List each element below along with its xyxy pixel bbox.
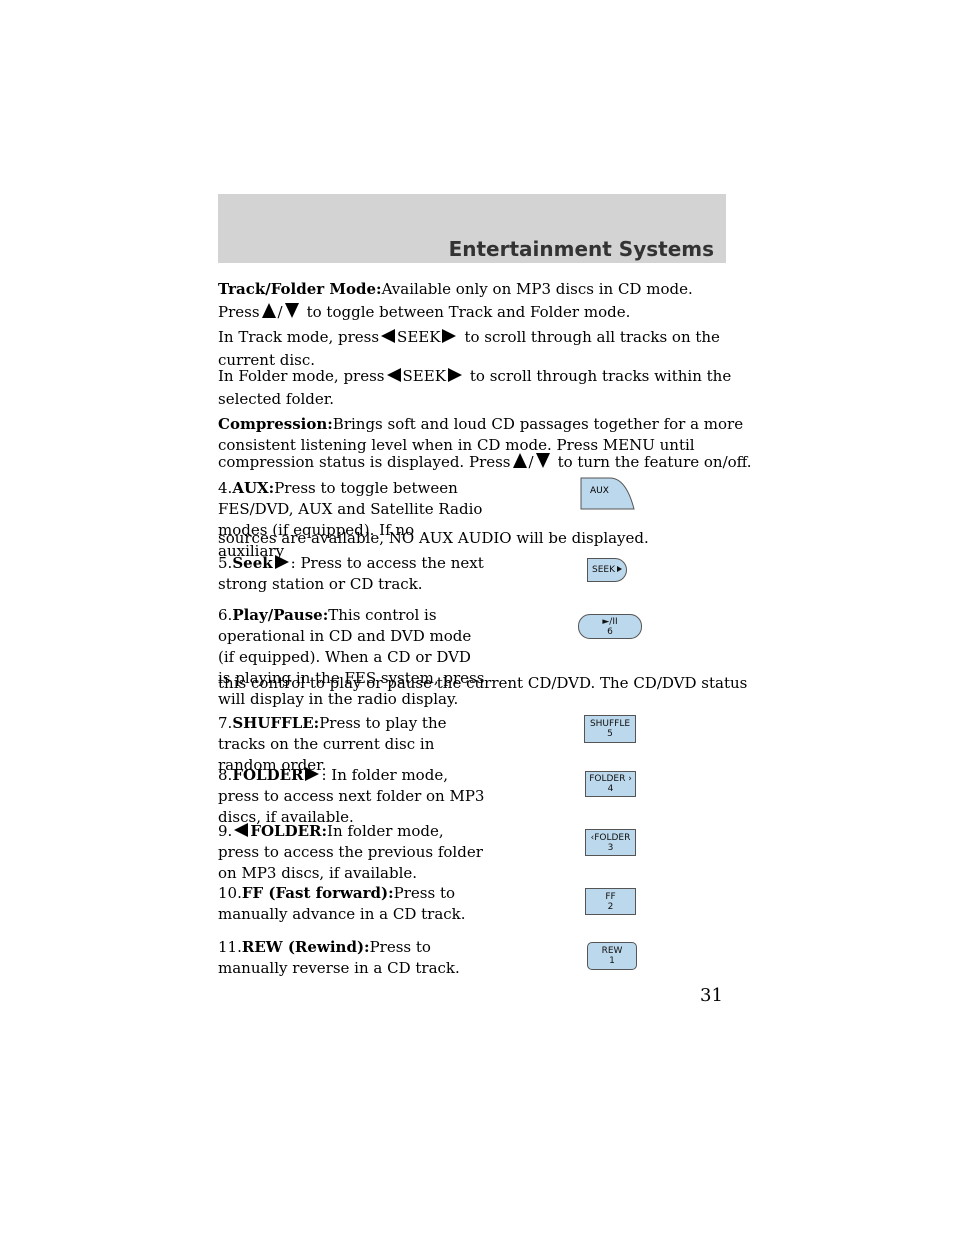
compression-line3: compression status is displayed. Press/t… [218, 453, 752, 471]
seek-right-icon [442, 329, 457, 343]
down-arrow-icon [535, 453, 550, 468]
folder-prev-button: ‹FOLDER 3 [585, 829, 636, 856]
play-pause-line2: this control to play or pause the curren… [218, 674, 748, 692]
track-mode-line2: current disc. [218, 351, 316, 369]
up-arrow-icon [512, 453, 527, 468]
down-arrow-icon [284, 303, 299, 318]
folder-prev-item: 9.FOLDER:In folder mode, press to access… [218, 822, 483, 882]
play-pause-button: ►/II 6 [578, 614, 642, 639]
seek-left-icon [381, 329, 396, 343]
up-arrow-icon [261, 303, 276, 318]
play-pause-item: 6.Play/Pause:This control is operational… [218, 606, 485, 687]
aux-item-line2: sources are available, NO AUX AUDIO will… [218, 529, 649, 547]
track-folder-heading: Track/Folder Mode:Available only on MP3 … [218, 280, 693, 298]
seek-right-icon [274, 555, 289, 569]
rew-button: REW 1 [587, 942, 637, 970]
seek-left-icon [386, 368, 401, 382]
seek-button: SEEK [587, 558, 627, 582]
aux-button: AUX [580, 477, 635, 510]
compression-line2: consistent listening level when in CD mo… [218, 436, 695, 454]
ff-button: FF 2 [585, 888, 636, 915]
seek-item: 5.Seek: Press to access the next strong … [218, 554, 484, 593]
shuffle-item: 7.SHUFFLE:Press to play the tracks on th… [218, 714, 447, 774]
folder-next-button: FOLDER › 4 [585, 771, 636, 797]
compression-line1: Compression:Brings soft and loud CD pass… [218, 415, 744, 433]
folder-prev-icon [234, 823, 249, 837]
track-folder-toggle: Press/to toggle between Track and Folder… [218, 303, 631, 321]
play-pause-line3: will display in the radio display. [218, 690, 459, 708]
header-band: Entertainment Systems [218, 194, 726, 263]
folder-next-item: 8.FOLDER: In folder mode, press to acces… [218, 766, 485, 826]
folder-next-icon [305, 767, 320, 781]
folder-mode-line2: selected folder. [218, 390, 335, 408]
aux-item: 4.AUX:Press to toggle between FES/DVD, A… [218, 479, 483, 560]
page-number: 31 [700, 985, 723, 1006]
seek-right-icon [617, 566, 622, 572]
page-title: Entertainment Systems [448, 237, 714, 261]
shuffle-button: SHUFFLE 5 [584, 715, 636, 743]
rew-item: 11.REW (Rewind):Press to manually revers… [218, 938, 460, 977]
seek-right-icon [447, 368, 462, 382]
ff-item: 10.FF (Fast forward):Press to manually a… [218, 884, 466, 923]
